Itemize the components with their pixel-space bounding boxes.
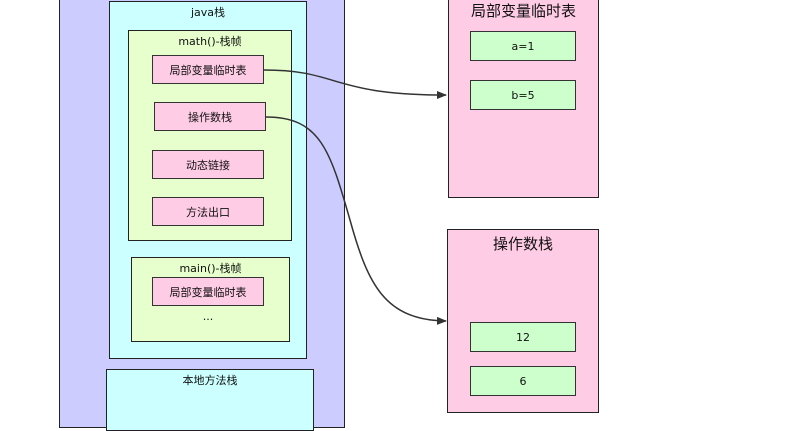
local-var-table-title: 局部变量临时表 [470, 2, 576, 20]
math-dynamic-linking: 动态链接 [152, 150, 264, 179]
operand-stack-entry: 6 [470, 366, 576, 396]
operand-stack-title: 操作数栈 [492, 235, 553, 253]
arrow-local-var-table [263, 69, 447, 99]
main-frame-title: main()-栈帧 [179, 262, 242, 275]
local-var-entry: b=5 [470, 80, 576, 110]
native-method-stack-title: 本地方法栈 [182, 374, 238, 387]
math-local-var-table: 局部变量临时表 [152, 55, 264, 84]
local-var-entry: a=1 [470, 31, 576, 61]
arrow-operand-stack [265, 116, 447, 325]
math-frame-title: math()-栈帧 [178, 35, 242, 48]
main-frame-ellipsis: ... [202, 310, 214, 323]
operand-stack-entry: 12 [470, 322, 576, 352]
math-operand-stack: 操作数栈 [154, 102, 266, 131]
math-method-exit: 方法出口 [152, 197, 264, 226]
java-stack-title: java栈 [190, 6, 226, 19]
main-local-var-table: 局部变量临时表 [152, 277, 264, 306]
